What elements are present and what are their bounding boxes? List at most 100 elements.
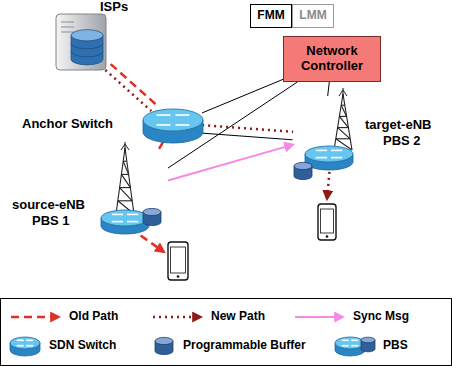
legend-sample [9,304,63,330]
new-path [202,125,293,132]
legend-entry: PBS [333,333,408,359]
legend-box: Old Path New Path Sync MsgSDN Switch Progra… [0,298,452,366]
element-icon [92,140,178,240]
legend-sample [333,333,377,359]
control-link [168,82,297,168]
database-top [71,30,103,41]
switch-top [305,146,353,162]
buffer-top [294,162,312,169]
network-element: source-eNBPBS 1 [10,140,180,244]
legend-sample [7,333,43,359]
sync-message [168,145,293,181]
phone-button [326,235,329,238]
element-label: ISPs [100,0,128,15]
switch-arrow [331,150,342,152]
legend-sample [151,333,177,359]
control-link [202,79,283,113]
tower-strut [338,127,349,128]
element-icon [283,86,363,186]
switch-arrow [316,157,327,159]
element-icon [140,104,206,146]
process-box: FMM [250,4,292,28]
phone-button [177,275,180,278]
old-path [158,142,163,150]
legend-entry: Sync Msg [293,304,409,330]
element-icon [50,12,112,74]
control-link [328,82,330,96]
server-slot [61,22,74,23]
legend-entry: SDN Switch [7,333,116,359]
legend-line [153,316,201,319]
element-label: PBS 1 [32,214,70,229]
buffer-top [361,337,375,343]
switch-arrow [112,214,123,216]
legend-label: PBS [383,339,408,353]
switch-top [101,210,149,226]
tower-strut [123,161,128,174]
tower-strut [116,148,125,214]
switch-top [143,109,203,131]
network-element: ISPs [50,0,142,76]
switch-top [335,337,365,349]
legend-label: SDN Switch [49,339,116,353]
switch-arrow [26,345,33,347]
tower-strut [118,200,132,201]
legend-label: New Path [211,310,265,324]
server-slot [61,27,74,28]
switch-arrow [351,339,358,341]
switch-arrow [342,345,349,347]
switch-arrow [127,214,138,216]
phone-body [168,242,188,280]
legend-label: Sync Msg [353,310,409,324]
data-link [202,133,293,140]
old-path [111,64,157,105]
switch-arrow [157,124,171,126]
process-box: LMM [292,4,334,28]
box-label: LMM [299,9,326,23]
tower-strut [120,187,131,188]
tower-strut [121,174,130,187]
tower-strut [339,116,346,117]
switch-arrow [175,124,189,126]
element-label: Anchor Switch [22,117,113,132]
switch-top [10,337,40,349]
legend-line [295,316,343,318]
box-label: FMM [257,9,284,23]
server-slot [61,32,74,33]
tower-strut [120,188,133,201]
legend-entry: Old Path [9,304,118,330]
buffer-top [155,337,173,344]
tower-antenna [339,90,347,96]
switch-arrow [112,221,123,223]
tower-strut [336,138,350,139]
legend-line [11,316,59,319]
tower-antenna [121,144,129,150]
legend-sample [151,304,205,330]
tower-strut [339,116,348,127]
switch-arrow [17,345,24,347]
switch-arrow [342,339,349,341]
buffer-top [143,208,161,215]
legend-label: Old Path [69,310,118,324]
element-label: target-eNB [365,118,431,133]
phone-screen [321,209,334,233]
element-label: source-eNB [12,198,85,213]
new-path [105,70,151,111]
switch-arrow [331,157,342,159]
box-label: Network Controller [290,44,374,74]
tower-strut [121,174,128,175]
tower-strut [338,128,351,139]
network-element: target-eNBPBS 2 [283,86,448,186]
phone-screen [171,247,186,273]
new-path-lasthop [327,166,330,199]
switch-arrow [17,339,24,341]
legend-entry: New Path [151,304,265,330]
legend-label: Programmable Buffer [183,339,306,353]
switch-arrow [316,150,327,152]
switch-arrow [157,114,171,116]
legend-entry: Programmable Buffer [151,333,306,359]
phone-body [318,204,336,240]
switch-arrow [26,339,33,341]
tower-strut [341,105,346,116]
switch-arrow [351,345,358,347]
